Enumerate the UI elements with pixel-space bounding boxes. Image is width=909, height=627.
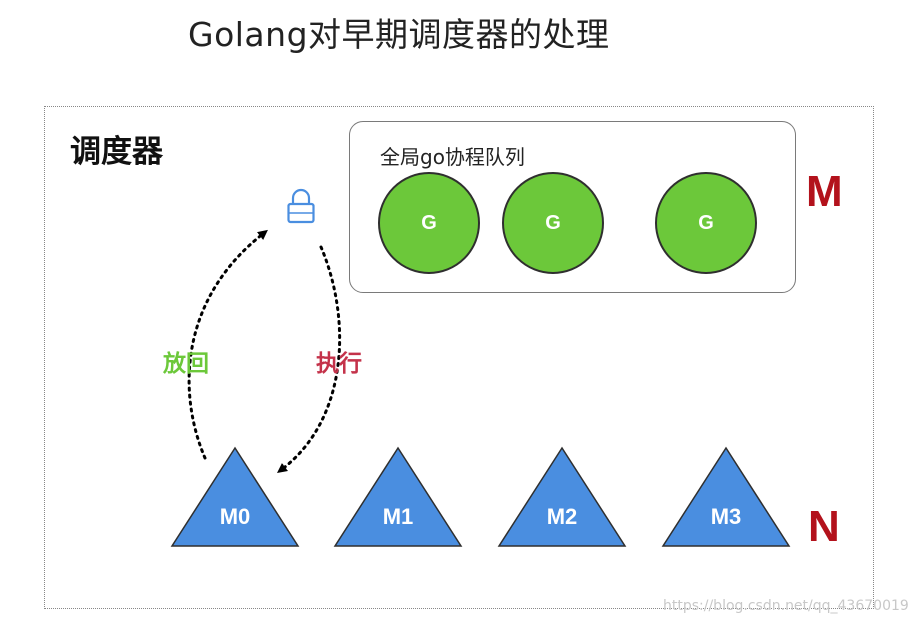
goroutine-circle: G	[655, 172, 757, 274]
machine-label: M1	[382, 504, 414, 529]
execute-label: 执行	[316, 351, 362, 377]
page-title: Golang对早期调度器的处理	[188, 15, 610, 54]
scheduler-frame	[44, 106, 874, 609]
machine-triangle	[170, 446, 300, 547]
machine-triangle	[333, 446, 463, 547]
scheduler-label: 调度器	[70, 134, 163, 170]
machine-label: M2	[546, 504, 578, 529]
lock-icon	[287, 188, 315, 224]
machine-triangle	[661, 446, 791, 547]
goroutine-circle: G	[502, 172, 604, 274]
global-queue-label: 全局go协程队列	[380, 145, 525, 169]
side-label-m: M	[806, 167, 843, 216]
machine-label: M0	[219, 504, 251, 529]
return-label: 放回	[163, 351, 209, 377]
goroutine-circle: G	[378, 172, 480, 274]
side-label-n: N	[808, 502, 840, 551]
execute-arrow	[276, 245, 342, 473]
machine-label: M3	[710, 504, 742, 529]
return-arrow	[187, 229, 268, 460]
watermark: https://blog.csdn.net/qq_43670019	[663, 598, 909, 614]
machine-triangle	[497, 446, 627, 547]
